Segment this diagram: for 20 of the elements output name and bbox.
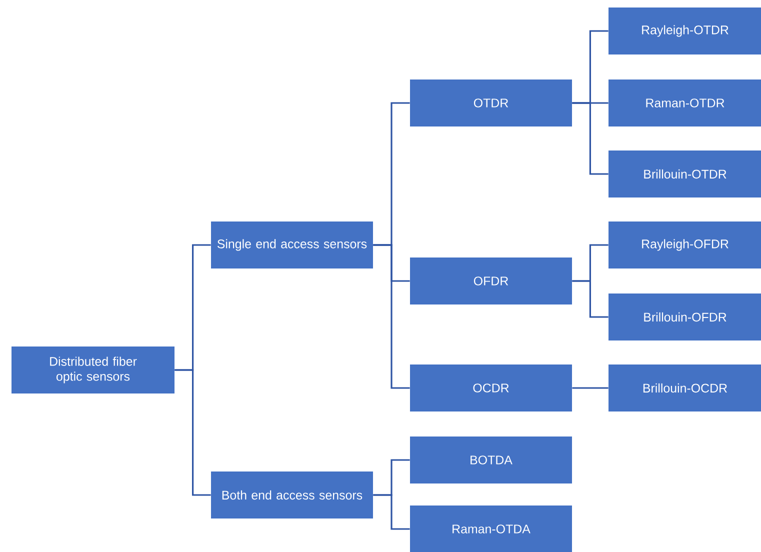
process-box: Single end access sensors <box>211 222 373 268</box>
process-box: Both end access sensors <box>211 472 373 518</box>
process-box: BOTDA <box>410 436 572 484</box>
process-box: Brillouin-OCDR <box>608 364 761 412</box>
process-box: Distributed fiber optic sensors <box>12 346 174 394</box>
process-box: Raman-OTDR <box>608 80 761 126</box>
connector-line <box>373 244 410 389</box>
process-box: OCDR <box>410 364 572 412</box>
connector-line <box>572 280 608 318</box>
process-box: Brillouin-OFDR <box>608 294 761 340</box>
process-box: Brillouin-OTDR <box>608 150 761 198</box>
process-box: Raman-OTDA <box>410 506 572 552</box>
connector-line <box>174 369 211 496</box>
connector-line <box>572 387 608 389</box>
process-box: Rayleigh-OTDR <box>608 8 761 54</box>
process-box: OTDR <box>410 80 572 126</box>
process-box: Rayleigh-OFDR <box>608 222 761 268</box>
connector-line <box>373 494 410 530</box>
process-box: OFDR <box>410 258 572 304</box>
connector-line <box>572 102 608 175</box>
